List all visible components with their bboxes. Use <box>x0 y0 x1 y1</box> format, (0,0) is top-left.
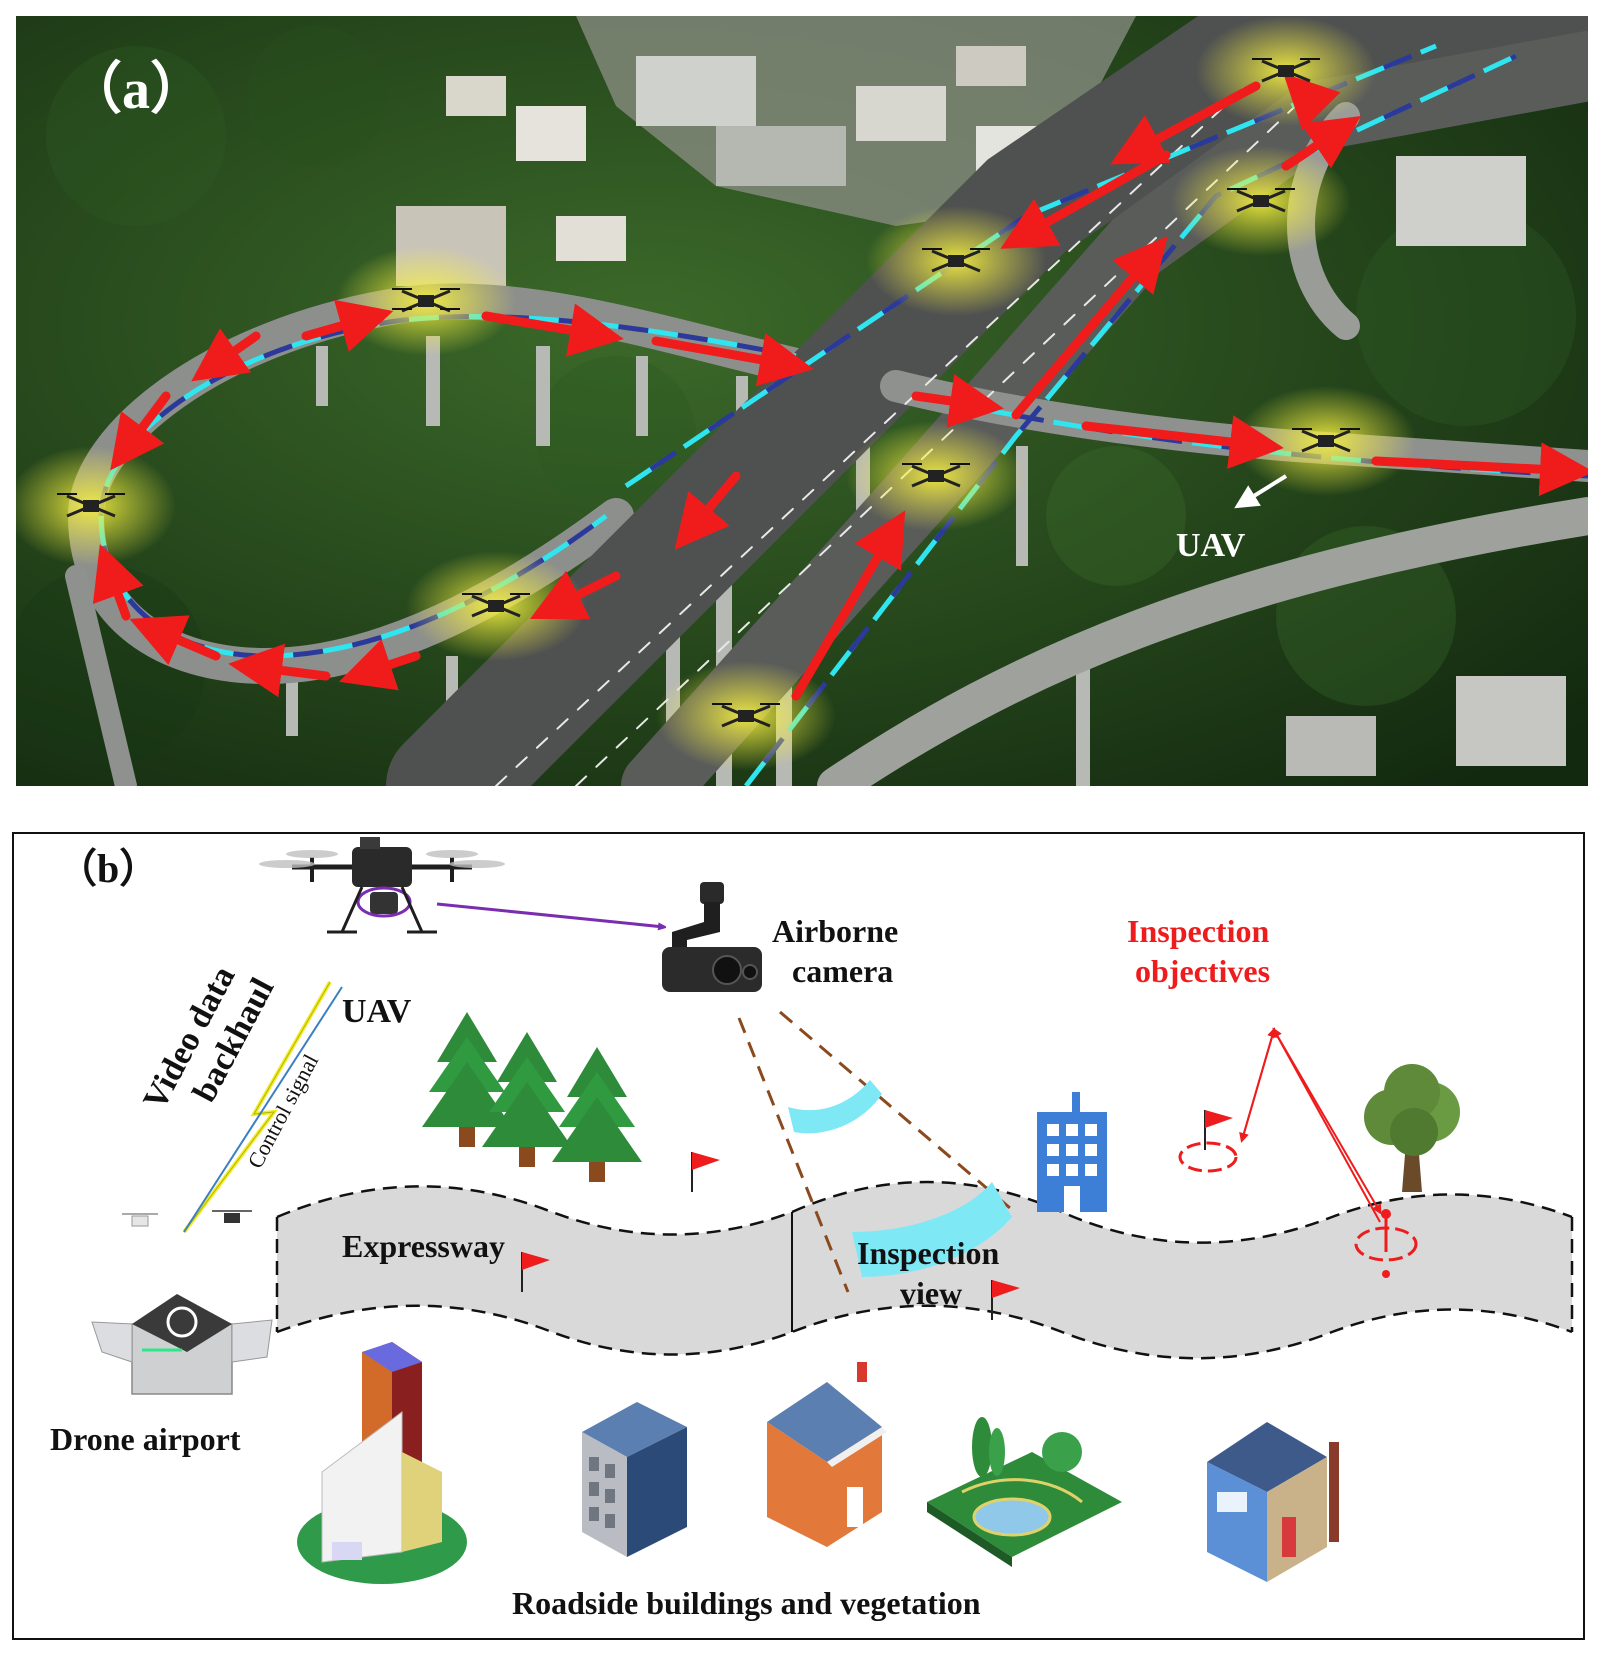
uav-label-a: UAV <box>1176 527 1246 564</box>
uav-label-b: UAV <box>342 993 412 1030</box>
uav-marker <box>462 593 530 618</box>
broadleaf-tree-icon <box>1364 1064 1460 1192</box>
expressway-label: Expressway <box>342 1228 505 1264</box>
roadside-buildings-label: Roadside buildings and vegetation <box>512 1585 981 1621</box>
inspection-objectives-label-line2: objectives <box>1135 953 1270 989</box>
inspection-view-label-line1: Inspection <box>857 1235 999 1271</box>
panel-a-label: （a） <box>66 58 206 121</box>
flight-direction-arrows <box>92 73 1594 701</box>
inspection-objective-markers <box>1178 1027 1418 1278</box>
inspection-objectives-label-line1: Inspection <box>1127 913 1269 949</box>
video-backhaul-line <box>183 986 343 1233</box>
villa-icon <box>1207 1422 1339 1582</box>
uav-markers <box>57 58 1360 728</box>
inspection-view-arc-lower <box>852 1182 1012 1277</box>
drone-airport-icon <box>91 1294 273 1395</box>
panel-a-aerial-photo: UAV （a） <box>6 0 1602 846</box>
docked-drones <box>122 1210 252 1227</box>
uav-marker <box>1252 58 1320 83</box>
aerial-photo-illustration: UAV （a） <box>6 0 1602 846</box>
park-landscape-icon <box>927 1417 1122 1567</box>
office-block-icon <box>582 1402 687 1557</box>
drone-airport-label: Drone airport <box>50 1421 241 1457</box>
camera-field-of-view <box>737 1010 1018 1293</box>
inspection-view-arc-upper <box>788 1080 882 1134</box>
church-icon <box>297 1342 467 1584</box>
office-building-icon <box>1037 1092 1107 1212</box>
uav-marker <box>392 288 460 313</box>
uav-marker <box>1227 188 1295 213</box>
expressway-band <box>275 1180 1574 1360</box>
uav-drone-icon <box>259 837 505 934</box>
airborne-camera-label-line2: camera <box>792 953 893 989</box>
camera-link-arrow <box>436 902 664 927</box>
uav-marker <box>922 248 990 273</box>
pine-trees <box>422 1012 642 1182</box>
airborne-camera-label-line1: Airborne <box>772 913 898 949</box>
house-icon <box>767 1362 887 1547</box>
airborne-camera-icon <box>662 882 762 992</box>
inspection-diagram: （b） UAV Airborne camera Inspection objec… <box>12 832 1585 1640</box>
uav-pointer-arrow <box>1234 474 1288 509</box>
inspection-view-label-line2: view <box>900 1275 962 1311</box>
uav-marker <box>1292 428 1360 453</box>
panel-b-label: （b） <box>57 846 159 891</box>
uav-marker <box>902 463 970 488</box>
uav-marker <box>57 493 125 518</box>
road-flags <box>521 1110 1233 1320</box>
uav-marker <box>712 703 780 728</box>
panel-b-diagram: （b） UAV Airborne camera Inspection objec… <box>12 832 1585 1640</box>
